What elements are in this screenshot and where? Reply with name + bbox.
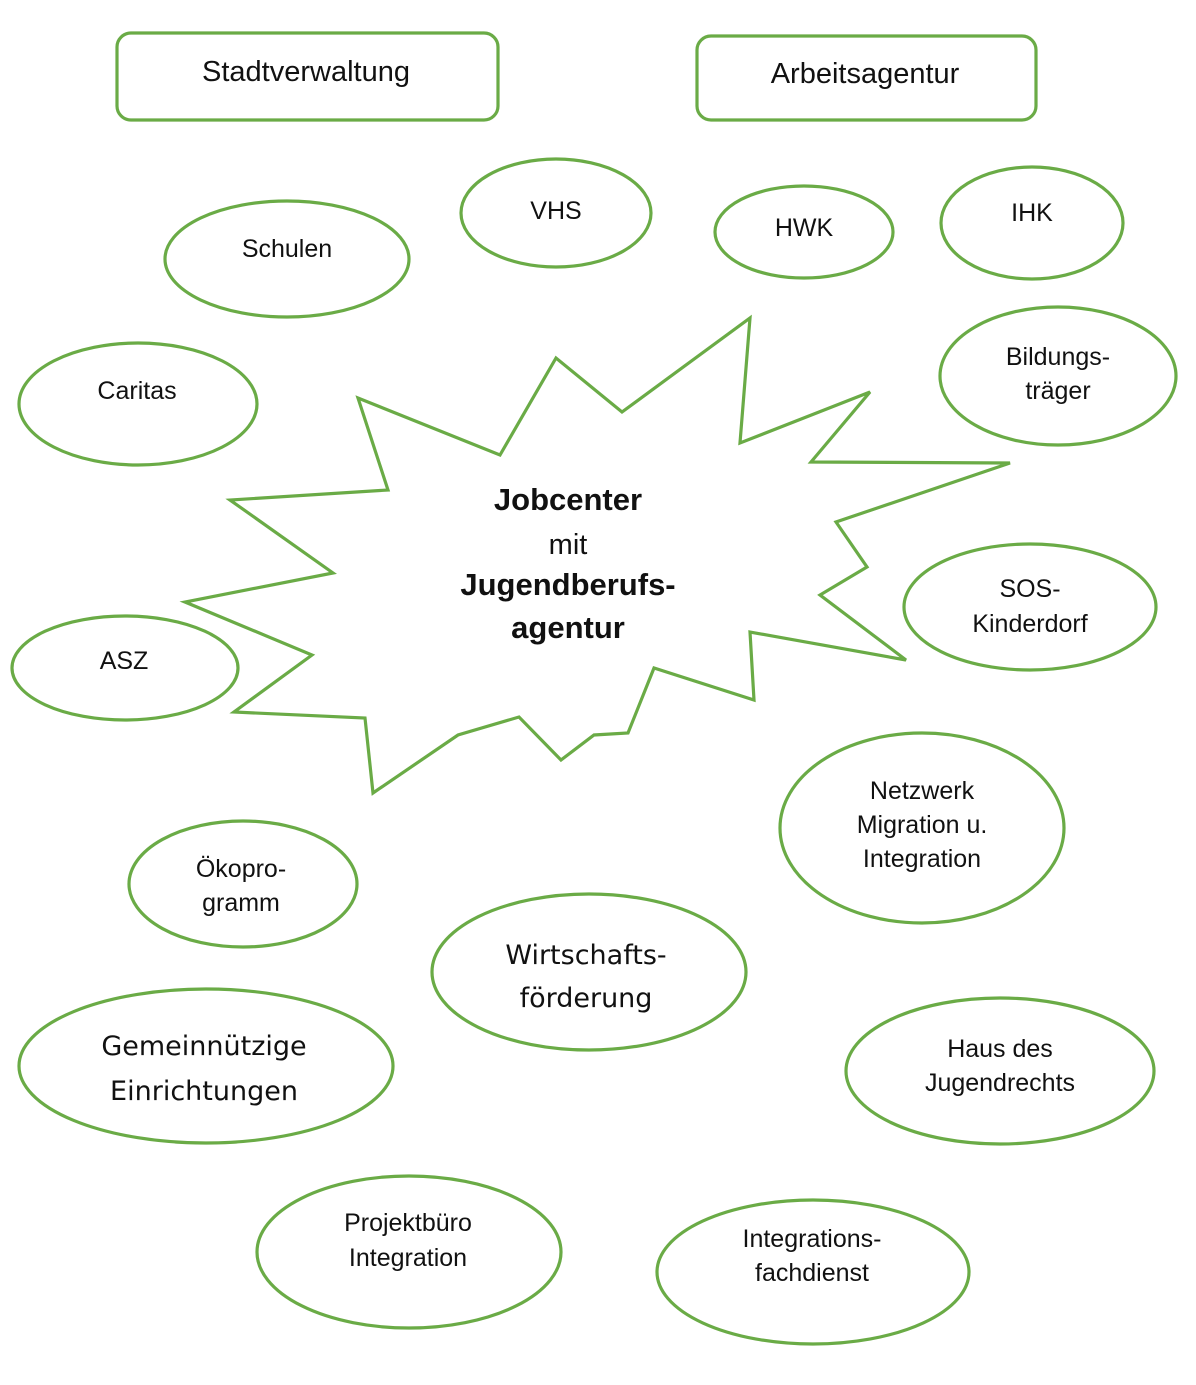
node-vhs: VHS	[459, 157, 653, 269]
node-haus-des-jugendrechts-line2: Jugendrechts	[925, 1069, 1075, 1097]
box-arbeitsagentur-label: Arbeitsagentur	[771, 58, 960, 90]
node-oekoprogramm-line2: gramm	[202, 889, 280, 917]
node-wirtschaftsfoerderung-line2: förderung	[520, 983, 653, 1014]
node-caritas: Caritas	[17, 341, 259, 467]
node-schulen: Schulen	[163, 199, 411, 319]
node-ihk-label: IHK	[1011, 199, 1053, 227]
node-netzwerk-line1: Netzwerk	[870, 777, 975, 805]
node-hwk-label: HWK	[775, 214, 834, 242]
box-stadtverwaltung-label: Stadtverwaltung	[202, 56, 410, 88]
node-gemeinnuetzige-line2: Einrichtungen	[110, 1076, 298, 1107]
node-projektbuero: Projektbüro Integration	[255, 1174, 563, 1330]
node-sos-kinderdorf-line2: Kinderdorf	[972, 610, 1087, 638]
box-arbeitsagentur: Arbeitsagentur	[695, 34, 1038, 122]
node-projektbuero-line2: Integration	[349, 1244, 467, 1272]
node-asz: ASZ	[10, 614, 240, 722]
node-caritas-label: Caritas	[97, 377, 176, 405]
node-integrationsfachdienst: Integrations- fachdienst	[655, 1198, 971, 1346]
node-schulen-label: Schulen	[242, 235, 332, 263]
node-bildungstraeger: Bildungs- träger	[938, 305, 1178, 447]
node-haus-des-jugendrechts-line1: Haus des	[947, 1035, 1053, 1063]
node-wirtschaftsfoerderung: Wirtschafts- förderung	[430, 892, 748, 1052]
node-bildungstraeger-line1: Bildungs-	[1006, 343, 1110, 371]
node-sos-kinderdorf: SOS- Kinderdorf	[902, 542, 1158, 672]
node-bildungstraeger-line2: träger	[1025, 377, 1090, 405]
node-asz-label: ASZ	[100, 647, 149, 675]
node-netzwerk: Netzwerk Migration u. Integration	[778, 731, 1066, 925]
node-gemeinnuetzige: Gemeinnützige Einrichtungen	[17, 987, 395, 1145]
node-ihk: IHK	[939, 165, 1125, 281]
node-haus-des-jugendrechts: Haus des Jugendrechts	[844, 996, 1156, 1146]
node-netzwerk-line3: Integration	[863, 845, 981, 873]
node-netzwerk-line2: Migration u.	[857, 811, 988, 839]
node-sos-kinderdorf-line1: SOS-	[999, 575, 1060, 603]
node-integrationsfachdienst-line2: fachdienst	[755, 1259, 869, 1287]
node-wirtschaftsfoerderung-line1: Wirtschafts-	[505, 940, 666, 971]
box-stadtverwaltung: Stadtverwaltung	[115, 31, 500, 122]
node-vhs-label: VHS	[530, 197, 581, 225]
node-gemeinnuetzige-line1: Gemeinnützige	[101, 1031, 306, 1062]
node-integrationsfachdienst-line1: Integrations-	[743, 1225, 882, 1253]
center-starburst: Jobcenter mit Jugendberufs- agentur	[179, 314, 1011, 796]
node-projektbuero-line1: Projektbüro	[344, 1209, 472, 1237]
node-oekoprogramm-line1: Ökopro-	[196, 855, 286, 883]
center-agentur: agentur	[511, 610, 625, 645]
center-title: Jobcenter	[494, 482, 642, 517]
node-oekoprogramm: Ökopro- gramm	[127, 819, 359, 949]
node-hwk: HWK	[713, 184, 895, 280]
center-mit: mit	[549, 529, 588, 561]
center-jugendberufs: Jugendberufs-	[460, 567, 675, 602]
